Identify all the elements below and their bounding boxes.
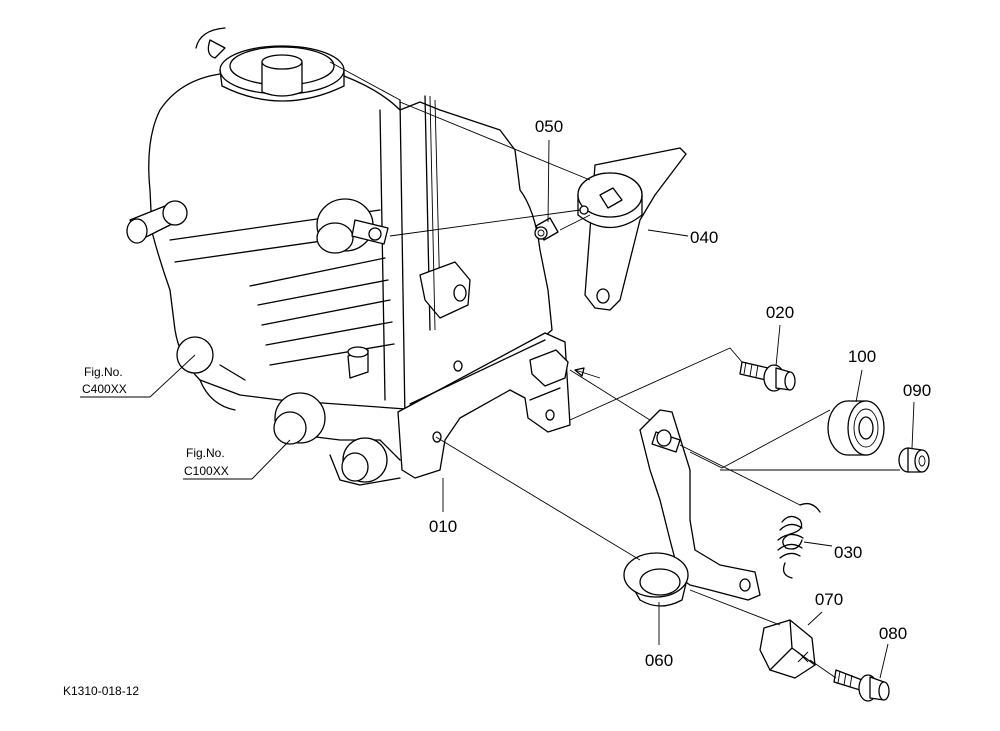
engine-housing — [126, 27, 553, 486]
label-050: 050 — [535, 117, 563, 136]
label-100: 100 — [848, 347, 876, 366]
label-080: 080 — [879, 624, 907, 643]
figure-references: Fig.No. C400XX Fig.No. C100XX — [82, 365, 229, 478]
bearing-100 — [827, 400, 885, 456]
label-030: 030 — [834, 543, 862, 562]
drawing-number: K1310-018-12 — [63, 684, 139, 698]
collar-090 — [898, 447, 930, 473]
part-labels: 050 040 020 100 090 010 030 060 070 080 — [429, 117, 931, 670]
label-020: 020 — [766, 303, 794, 322]
bolt-080 — [833, 669, 890, 702]
fig-ref-2-line2: C100XX — [184, 464, 229, 478]
fig-ref-1-line1: Fig.No. — [84, 365, 123, 379]
lever-060 — [623, 409, 761, 607]
label-060: 060 — [645, 651, 673, 670]
plate-040 — [577, 147, 687, 311]
label-090: 090 — [903, 381, 931, 400]
nut-070 — [759, 619, 816, 679]
spring-030 — [777, 502, 821, 579]
fig-ref-2-line1: Fig.No. — [186, 446, 225, 460]
label-040: 040 — [690, 228, 718, 247]
leader-lines — [80, 139, 915, 679]
label-010: 010 — [429, 517, 457, 536]
assembly-lines — [329, 61, 900, 679]
setscrew-050 — [534, 217, 559, 241]
bolt-020 — [739, 361, 796, 392]
label-070: 070 — [815, 590, 843, 609]
fig-ref-1-line2: C400XX — [82, 382, 127, 396]
bracket-010 — [397, 332, 571, 479]
